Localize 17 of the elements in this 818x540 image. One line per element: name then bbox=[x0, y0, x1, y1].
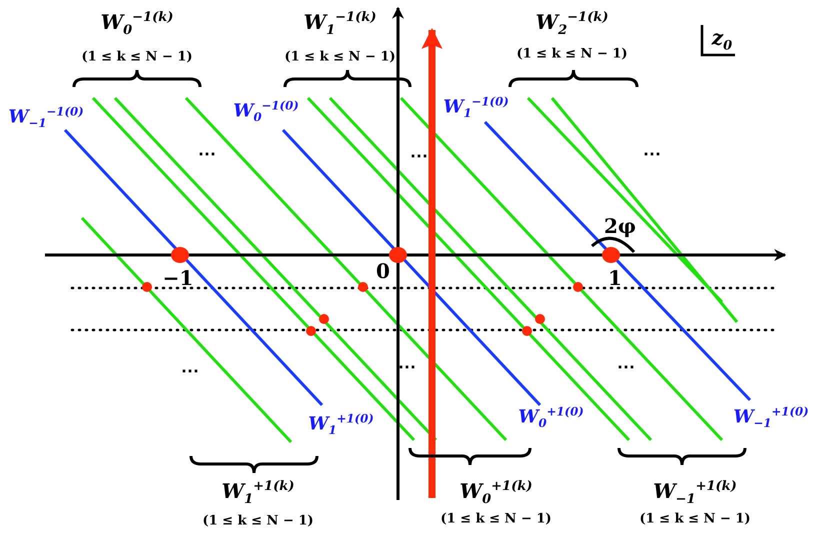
ellipsis: ⋯ bbox=[198, 146, 216, 164]
ellipsis: ⋯ bbox=[410, 148, 428, 166]
axis-tick-label: −1 bbox=[162, 268, 194, 288]
ellipsis: ⋯ bbox=[398, 359, 416, 377]
index-range-label: (1 ≤ k ≤ N − 1) bbox=[284, 50, 396, 64]
ellipsis: ⋯ bbox=[643, 146, 661, 164]
index-range-label: (1 ≤ k ≤ N − 1) bbox=[202, 514, 314, 528]
index-range-label: (1 ≤ k ≤ N − 1) bbox=[516, 48, 628, 60]
ellipsis: ⋯ bbox=[181, 363, 199, 381]
angle-label: 2φ bbox=[604, 216, 636, 236]
ellipsis: ⋯ bbox=[617, 359, 635, 377]
axis-tick-label: 0 bbox=[376, 261, 390, 281]
axis-tick-label: 1 bbox=[608, 268, 622, 288]
math-label: z$_{0}$ bbox=[712, 28, 732, 52]
index-range-label: (1 ≤ k ≤ N − 1) bbox=[81, 50, 193, 64]
index-range-label: (1 ≤ k ≤ N − 1) bbox=[639, 512, 751, 526]
index-range-label: (1 ≤ k ≤ N − 1) bbox=[440, 512, 552, 526]
